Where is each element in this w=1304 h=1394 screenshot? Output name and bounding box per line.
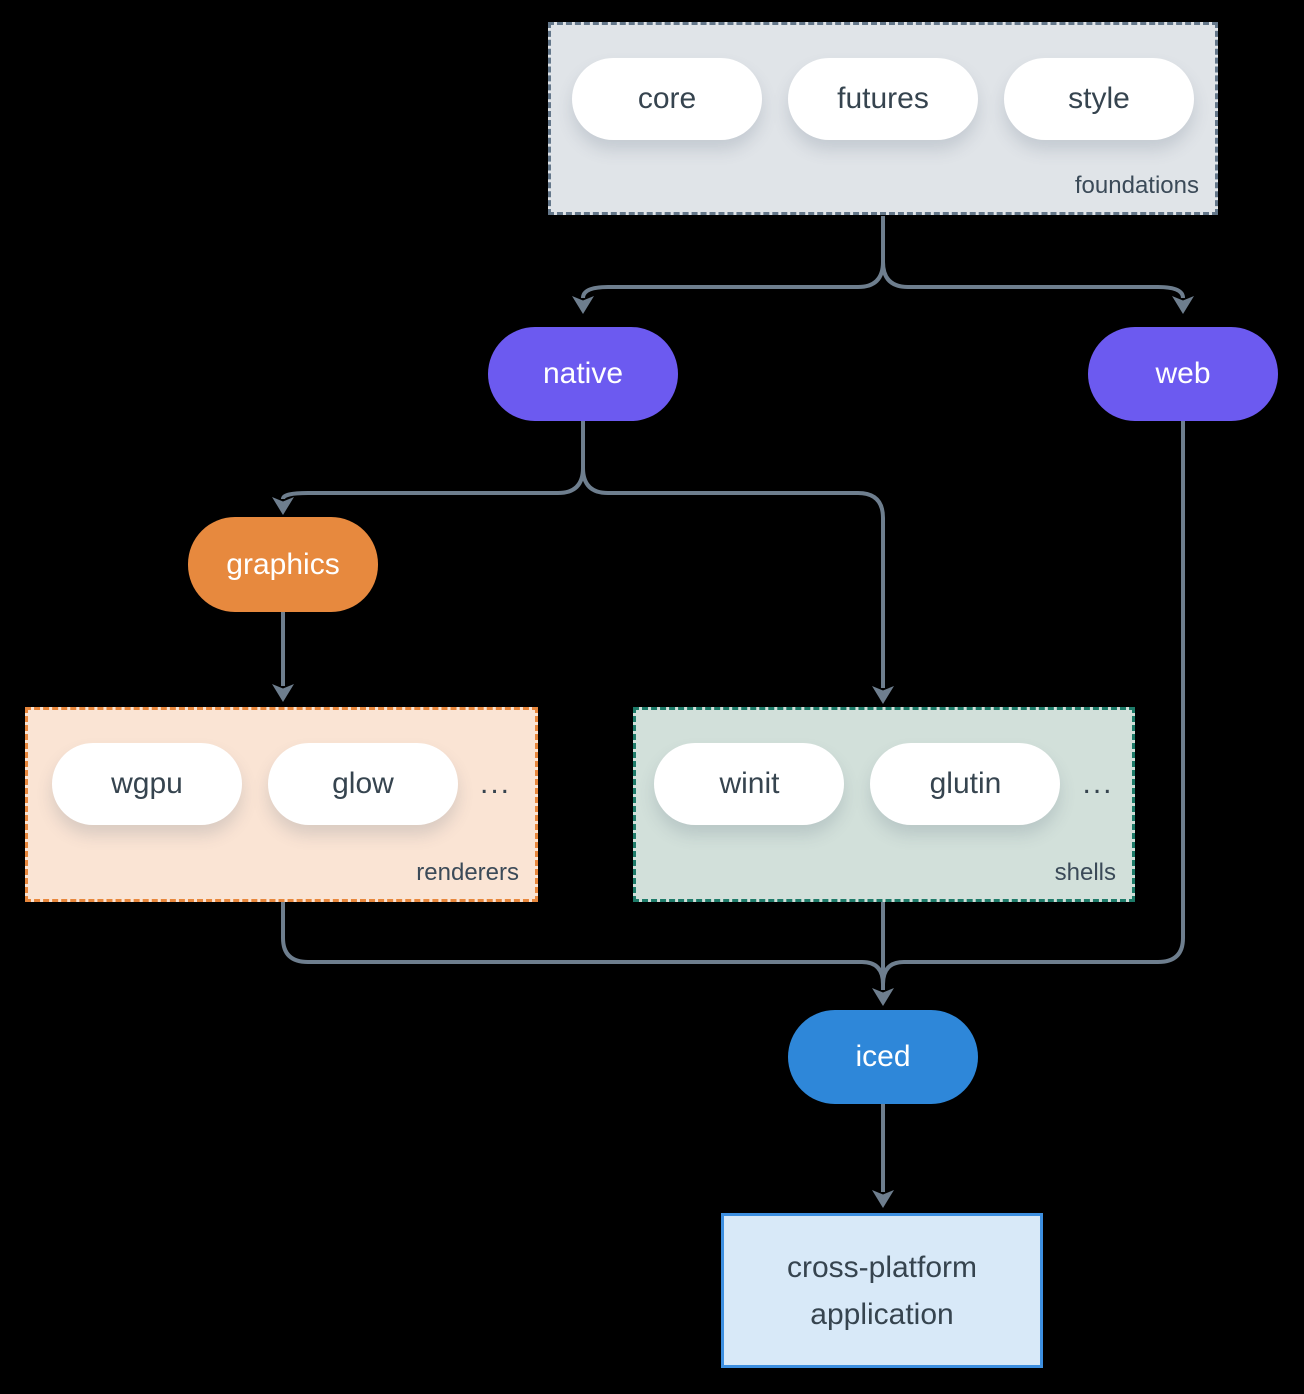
connector-foundations-web: [881, 261, 1194, 314]
pill-futures: futures: [788, 58, 978, 140]
foundations-pill-row: core futures style: [551, 58, 1215, 140]
pill-style: style: [1004, 58, 1194, 140]
node-graphics: graphics: [188, 517, 378, 612]
shells-pill-row: winit glutin ...: [636, 743, 1132, 825]
pill-core: core: [572, 58, 762, 140]
shells-group-label: shells: [1054, 859, 1116, 886]
connector-renderers-iced: [281, 902, 885, 985]
foundations-group-label: foundations: [1074, 172, 1199, 199]
application-box: cross-platform application: [721, 1213, 1043, 1368]
pill-glutin: glutin: [870, 743, 1061, 825]
foundations-group-box: core futures style foundations: [548, 22, 1218, 215]
connector-foundations-native: [572, 216, 885, 314]
connector-web-iced: [881, 421, 1185, 985]
shells-group-box: winit glutin ... shells: [633, 707, 1135, 902]
renderers-group-label: renderers: [416, 859, 519, 886]
node-web: web: [1088, 327, 1278, 421]
node-native: native: [488, 327, 678, 421]
connector-native-shells: [581, 467, 894, 704]
renderers-group-box: wgpu glow ... renderers: [25, 707, 538, 902]
renderers-pill-row: wgpu glow ...: [28, 743, 535, 825]
pill-winit: winit: [654, 743, 845, 825]
connector-native-graphics: [272, 421, 585, 515]
pill-wgpu: wgpu: [51, 743, 242, 825]
node-iced: iced: [788, 1010, 978, 1104]
renderers-ellipsis: ...: [479, 767, 511, 800]
pill-glow: glow: [267, 743, 458, 825]
shells-ellipsis: ...: [1082, 767, 1114, 800]
